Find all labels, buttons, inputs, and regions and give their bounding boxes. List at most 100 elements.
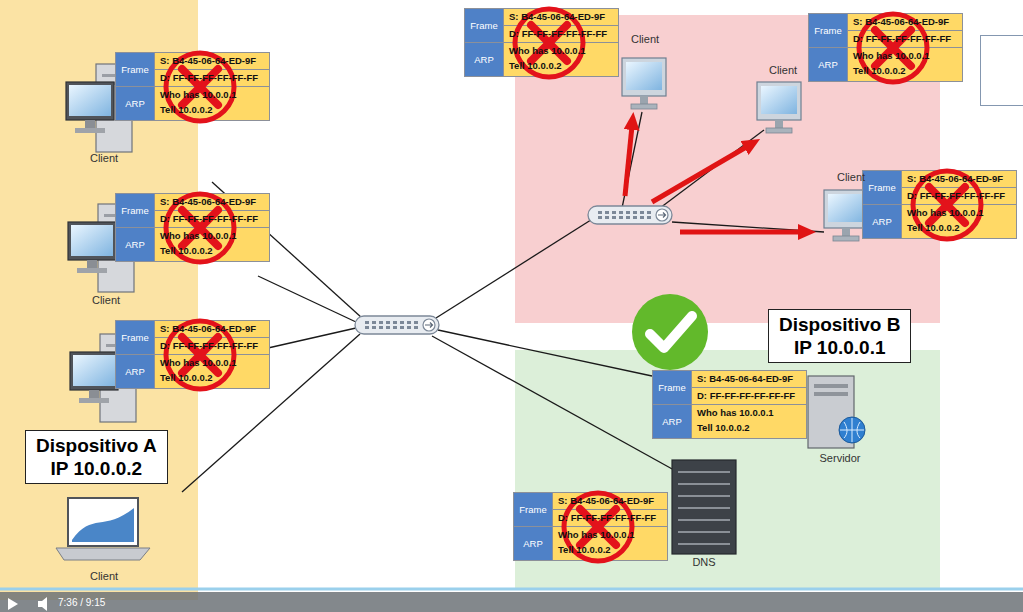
red-arrow: [625, 126, 632, 196]
arp-reply-to: Tell 10.0.0.2: [853, 63, 957, 78]
reject-cross: [182, 69, 218, 105]
laptop-icon: [56, 498, 150, 560]
dest-mac: D: FF-FF-FF-FF-FF-FF: [697, 390, 795, 401]
switch-icon: [355, 316, 439, 334]
dest-mac: D: FF-FF-FF-FF-FF-FF: [160, 213, 258, 224]
reject-cross: [875, 30, 911, 66]
frame-header: Frame: [514, 493, 552, 526]
source-mac: S: B4-45-06-64-ED-9F: [697, 373, 793, 384]
monitor-icon: [622, 58, 666, 109]
source-mac: S: B4-45-06-64-ED-9F: [160, 323, 256, 334]
source-mac: S: B4-45-06-64-ED-9F: [509, 11, 605, 22]
arp-header: ARP: [809, 48, 847, 81]
arp-reply-to: Tell 10.0.0.2: [160, 370, 264, 385]
arp-reply-to: Tell 10.0.0.2: [160, 102, 264, 117]
reject-cross: [531, 25, 567, 61]
playback-time: 7:36 / 9:15: [58, 597, 105, 608]
device-label: Servidor: [820, 452, 861, 464]
dest-cell: D: FF-FF-FF-FF-FF-FF: [155, 338, 269, 354]
device-name: Dispositivo B: [779, 313, 900, 336]
dest-mac: D: FF-FF-FF-FF-FF-FF: [558, 512, 656, 523]
reject-cross: [580, 509, 616, 545]
reject-cross: [929, 187, 965, 223]
wire: [436, 218, 594, 318]
arp-question: Who has 10.0.0.1: [160, 355, 264, 370]
device-label: Client: [90, 570, 118, 582]
frame-header: Frame: [863, 171, 901, 204]
wire: [672, 222, 824, 232]
arp-question: Who has 10.0.0.1: [853, 48, 957, 63]
reject-cross: [182, 210, 218, 246]
broadcast-arrows: [625, 126, 802, 232]
wire: [438, 330, 652, 376]
arp-header: ARP: [863, 205, 901, 238]
arp-query-cell: Who has 10.0.0.1Tell 10.0.0.2: [848, 48, 962, 81]
arp-query-cell: Who has 10.0.0.1Tell 10.0.0.2: [692, 405, 806, 438]
frame-tag: Frame: [121, 64, 148, 75]
reject-circle: [166, 321, 234, 389]
arp-query-cell: Who has 10.0.0.1Tell 10.0.0.2: [553, 527, 667, 560]
dest-cell: D: FF-FF-FF-FF-FF-FF: [692, 388, 806, 404]
frame-header: Frame: [116, 194, 154, 227]
device-name: Dispositivo A: [36, 434, 157, 457]
frame-header: Frame: [809, 14, 847, 47]
arp-reply-to: Tell 10.0.0.2: [697, 420, 801, 435]
arp-header: ARP: [465, 43, 503, 76]
green-zone: [515, 350, 940, 590]
dest-mac: D: FF-FF-FF-FF-FF-FF: [907, 190, 1005, 201]
arp-header: ARP: [653, 405, 691, 438]
reject-circle: [166, 194, 234, 262]
arp-tag: ARP: [125, 239, 145, 250]
arp-question: Who has 10.0.0.1: [160, 228, 264, 243]
device-callout: Dispositivo BIP 10.0.0.1: [768, 309, 911, 363]
dns-server-icon: [672, 460, 736, 554]
dest-cell: D: FF-FF-FF-FF-FF-FF: [848, 31, 962, 47]
dest-mac: D: FF-FF-FF-FF-FF-FF: [160, 72, 258, 83]
arp-tag: ARP: [818, 59, 838, 70]
arp-question: Who has 10.0.0.1: [697, 405, 801, 420]
arp-packet: FrameS: B4-45-06-64-ED-9FD: FF-FF-FF-FF-…: [115, 193, 270, 262]
dest-mac: D: FF-FF-FF-FF-FF-FF: [509, 28, 607, 39]
red-arrow: [652, 146, 748, 202]
reject-circle: [859, 14, 927, 82]
check-mark: [632, 294, 708, 370]
wire: [268, 328, 356, 348]
arp-packet: FrameS: B4-45-06-64-ED-9FD: FF-FF-FF-FF-…: [513, 492, 668, 561]
reject-circle: [564, 493, 632, 561]
dest-cell: D: FF-FF-FF-FF-FF-FF: [155, 211, 269, 227]
check-tick: [650, 316, 692, 348]
device-icons: [56, 58, 868, 560]
switch-icon: [588, 206, 672, 224]
device-label: Client: [92, 294, 120, 306]
arp-question: Who has 10.0.0.1: [907, 205, 1011, 220]
frame-header: Frame: [116, 321, 154, 354]
reject-cross: [875, 30, 911, 66]
red-arrow: [680, 230, 802, 235]
monitor-icon: [757, 82, 801, 133]
device-label: Client: [631, 33, 659, 45]
reject-cross: [580, 509, 616, 545]
arp-header: ARP: [514, 527, 552, 560]
arp-query-cell: Who has 10.0.0.1Tell 10.0.0.2: [155, 355, 269, 388]
source-mac: S: B4-45-06-64-ED-9F: [853, 16, 949, 27]
arp-tag: ARP: [872, 216, 892, 227]
arp-packet: Frame S: B4-45-06-64-ED-9F D: FF-FF-FF-FF-…: [115, 52, 270, 121]
arp-query-cell: Who has 10.0.0.1Tell 10.0.0.2: [504, 43, 618, 76]
progress-line: [0, 588, 1023, 591]
arp-packet: Frame S: B4-45-06-64-ED-9F D: FF-FF-FF-FF-…: [652, 370, 807, 439]
device-callout: Dispositivo AIP 10.0.0.2: [25, 430, 168, 484]
arp-packet: Frame S: B4-45-06-64-ED-9F D: FF-FF-FF-FF-…: [115, 320, 270, 389]
arp-header: ARP: [116, 355, 154, 388]
arp-packet: FrameS: B4-45-06-64-ED-9FD: FF-FF-FF-FF-…: [862, 170, 1017, 239]
arp-question: Who has 10.0.0.1: [558, 527, 662, 542]
arp-tag: ARP: [523, 538, 543, 549]
check-circle: [632, 294, 708, 370]
frame-tag: Frame: [658, 382, 685, 393]
frame-header: Frame: [465, 9, 503, 42]
arp-question: Who has 10.0.0.1: [509, 43, 613, 58]
frame-tag: Frame: [519, 504, 546, 515]
arp-reply-to: Tell 10.0.0.2: [160, 243, 264, 258]
source-mac: S: B4-45-06-64-ED-9F: [160, 55, 256, 66]
dest-cell: D: FF-FF-FF-FF-FF-FF: [902, 188, 1016, 204]
